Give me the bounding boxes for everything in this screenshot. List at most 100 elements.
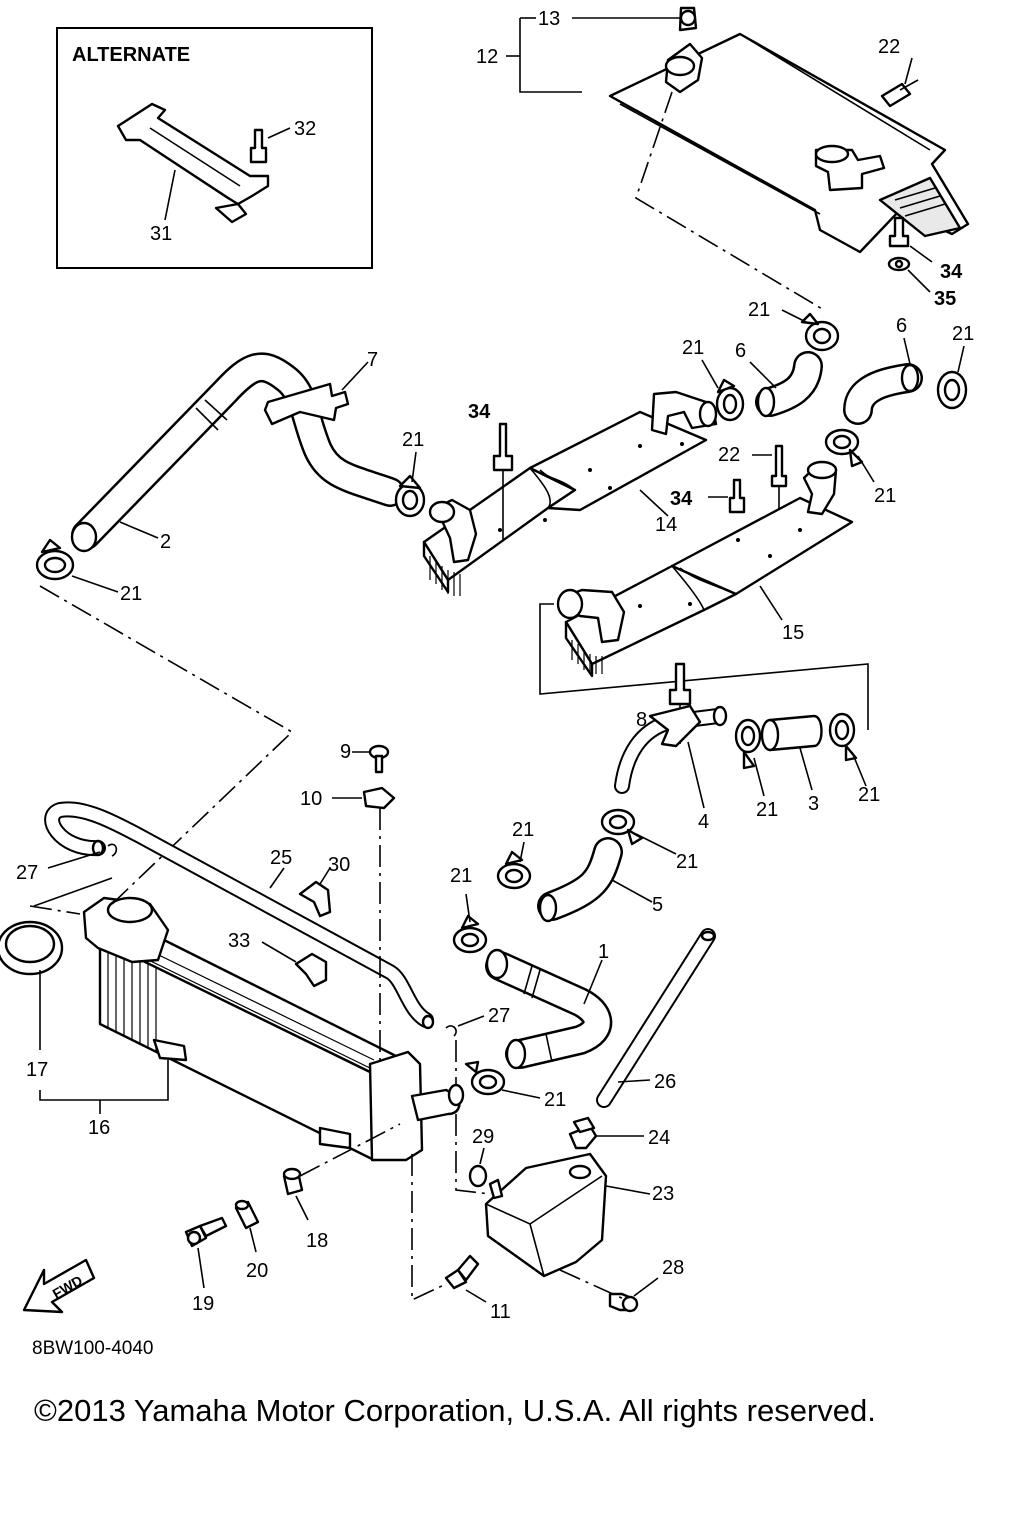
collar-20 bbox=[234, 1199, 260, 1230]
callout-21-right-lower: 21 bbox=[874, 485, 896, 507]
callout-15: 15 bbox=[782, 622, 804, 644]
grommet-18 bbox=[282, 1167, 304, 1196]
bolt-34-mid bbox=[492, 422, 514, 540]
bracket-7 bbox=[263, 382, 350, 426]
callout-24: 24 bbox=[648, 1127, 670, 1149]
callout-21-left: 21 bbox=[120, 583, 142, 605]
callout-1: 1 bbox=[598, 941, 609, 963]
callout-22-mid: 22 bbox=[718, 444, 740, 466]
alternate-bolt bbox=[249, 128, 268, 164]
clamp-21-pipe-b bbox=[828, 712, 858, 762]
callout-4: 4 bbox=[698, 811, 709, 833]
clip-27-right bbox=[445, 1025, 457, 1037]
tank-cap-24 bbox=[568, 1116, 598, 1150]
alternate-inset: ALTERNATE 32 31 bbox=[56, 27, 373, 269]
hose-3 bbox=[760, 714, 823, 752]
callout-21-right: 21 bbox=[952, 323, 974, 345]
callout-32: 32 bbox=[294, 118, 316, 140]
callout-6-center: 6 bbox=[735, 340, 746, 362]
clamp-21-pipe-a bbox=[734, 718, 762, 770]
callout-21-hose5: 21 bbox=[512, 819, 534, 841]
overflow-hose-25 bbox=[44, 801, 435, 1030]
filler-neck bbox=[664, 6, 704, 94]
reservoir-tank-23 bbox=[484, 1152, 608, 1278]
alternate-label: ALTERNATE bbox=[72, 44, 190, 66]
clamp-21-right bbox=[936, 370, 968, 410]
callout-20: 20 bbox=[246, 1260, 268, 1282]
top-cover-panel bbox=[608, 32, 970, 254]
callout-28: 28 bbox=[662, 1257, 684, 1279]
callout-8: 8 bbox=[636, 709, 647, 731]
nut-10 bbox=[362, 786, 396, 810]
clamp-21-mid-left bbox=[394, 474, 426, 518]
heat-exchanger-15 bbox=[556, 460, 854, 678]
callout-21-mid-left: 21 bbox=[402, 429, 424, 451]
callout-7: 7 bbox=[367, 349, 378, 371]
callout-34-mid: 34 bbox=[468, 401, 491, 423]
hose-6-right bbox=[843, 363, 923, 425]
callout-25: 25 bbox=[270, 847, 292, 869]
rivet-22-mid bbox=[770, 444, 788, 512]
clamp-21-upper bbox=[800, 312, 840, 352]
callout-21-pipe-c: 21 bbox=[676, 851, 698, 873]
callout-11: 11 bbox=[490, 1301, 511, 1323]
callout-30: 30 bbox=[328, 854, 350, 876]
heat-exchanger-14 bbox=[422, 390, 718, 596]
clamp-21-hose5 bbox=[496, 850, 532, 890]
callout-29: 29 bbox=[472, 1126, 494, 1148]
callout-26: 26 bbox=[654, 1071, 676, 1093]
clip-27-left bbox=[107, 843, 118, 857]
callout-18: 18 bbox=[306, 1230, 328, 1252]
bolt-19 bbox=[184, 1216, 228, 1248]
radiator-16 bbox=[82, 896, 465, 1162]
callout-17: 17 bbox=[26, 1059, 48, 1081]
callout-14: 14 bbox=[655, 514, 677, 536]
callout-21-pipe-b: 21 bbox=[858, 784, 880, 806]
clamp-21-hose1-bottom bbox=[464, 1060, 506, 1096]
bolt-11 bbox=[444, 1254, 480, 1290]
callout-33: 33 bbox=[228, 930, 250, 952]
callout-27-right: 27 bbox=[488, 1005, 510, 1027]
hose-5 bbox=[537, 837, 623, 923]
clamp-21-right-lower bbox=[824, 428, 864, 468]
callout-5: 5 bbox=[652, 894, 663, 916]
callout-19: 19 bbox=[192, 1293, 214, 1315]
clamp-30 bbox=[298, 880, 332, 918]
callout-22-top: 22 bbox=[878, 36, 900, 58]
callout-16: 16 bbox=[88, 1117, 110, 1139]
hose-6-center bbox=[755, 351, 823, 418]
callout-21-pipe-a: 21 bbox=[756, 799, 778, 821]
callout-13: 13 bbox=[538, 8, 560, 30]
callout-6-right: 6 bbox=[896, 315, 907, 337]
bolt-34-right bbox=[728, 478, 746, 514]
panel-elbow-fitting bbox=[814, 144, 886, 192]
water-pipe-4 bbox=[614, 704, 728, 794]
screw-9 bbox=[368, 744, 390, 774]
alternate-bracket bbox=[116, 102, 270, 224]
clamp-33 bbox=[294, 952, 328, 988]
callout-34-top: 34 bbox=[940, 261, 963, 283]
callout-31: 31 bbox=[150, 223, 172, 245]
callout-9: 9 bbox=[340, 741, 351, 763]
callout-21-upper: 21 bbox=[748, 299, 770, 321]
callout-3: 3 bbox=[808, 793, 819, 815]
callout-21-hose1-top: 21 bbox=[450, 865, 472, 887]
rivet-22-top bbox=[880, 79, 919, 108]
callout-27-left: 27 bbox=[16, 862, 38, 884]
diagram-code: 8BW100-4040 bbox=[32, 1338, 154, 1359]
callout-12: 12 bbox=[476, 46, 498, 68]
clamp-21-center bbox=[715, 378, 745, 422]
callout-35: 35 bbox=[934, 288, 956, 310]
callout-10: 10 bbox=[300, 788, 322, 810]
copyright-notice: ©2013 Yamaha Motor Corporation, U.S.A. A… bbox=[34, 1393, 876, 1428]
clamp-21-left bbox=[35, 538, 75, 581]
hose-1 bbox=[485, 948, 613, 1070]
bolt-28 bbox=[608, 1292, 639, 1313]
callout-2: 2 bbox=[160, 531, 171, 553]
radiator-cap-17 bbox=[0, 920, 64, 976]
bolt-34-top bbox=[887, 216, 911, 272]
callout-21-hose1-bottom: 21 bbox=[544, 1089, 566, 1111]
fwd-arrow-icon: FWD bbox=[22, 1258, 96, 1314]
callout-23: 23 bbox=[652, 1183, 674, 1205]
